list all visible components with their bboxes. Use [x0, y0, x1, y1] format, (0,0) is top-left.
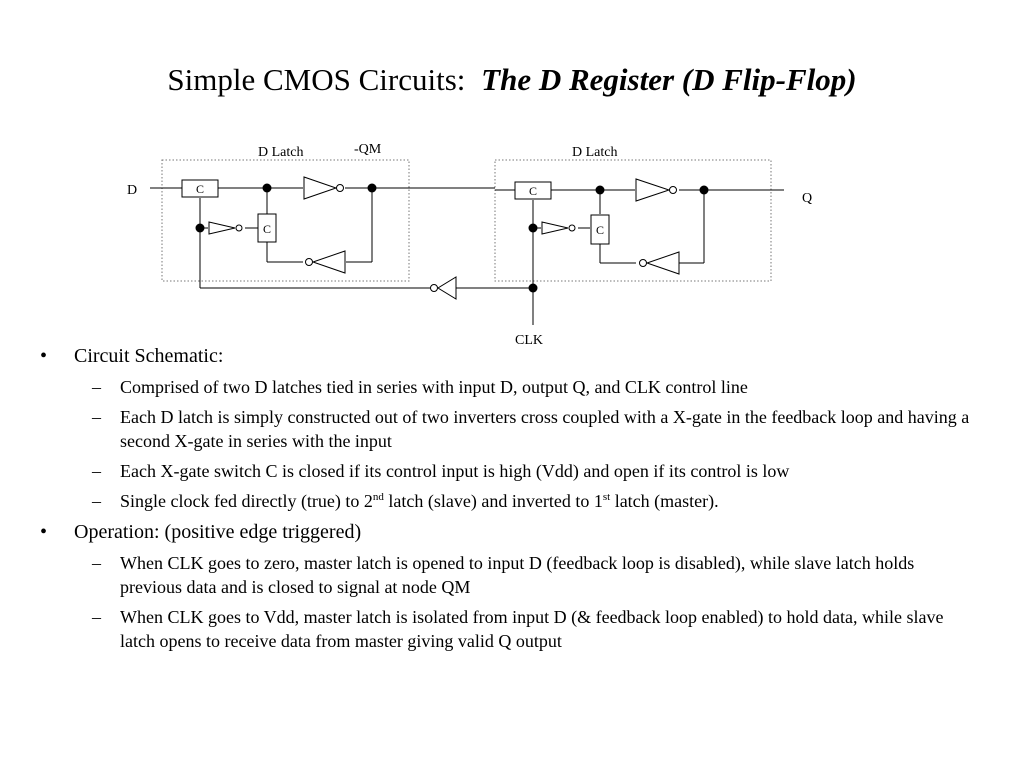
- slave-forward-inverter-icon: [635, 178, 677, 202]
- master-latch-label: D Latch: [258, 145, 303, 160]
- title-prefix: Simple CMOS Circuits:: [167, 62, 466, 97]
- junction-dot: [595, 185, 605, 195]
- master-input-xgate: [181, 179, 219, 198]
- qm-node-label: -QM: [354, 142, 382, 157]
- junction-dot: [195, 223, 205, 233]
- switch-c-label: C: [529, 184, 537, 198]
- slave-clock-inverter-icon: [541, 221, 576, 235]
- junction-dot: [367, 183, 377, 193]
- junction-dot: [528, 283, 538, 293]
- sub-bullet: – Each X-gate switch C is closed if its …: [0, 459, 980, 483]
- sub-bullet-marker: –: [92, 377, 101, 397]
- clock-inverter-icon: [430, 276, 457, 300]
- master-latch-box: [161, 159, 410, 282]
- sub-bullet-marker: –: [92, 553, 101, 573]
- sub-bullet-text-part: latch (master).: [610, 491, 719, 511]
- slave-latch-box: [494, 159, 772, 282]
- d-input-label: D: [127, 183, 137, 198]
- sub-bullet-marker: –: [92, 491, 101, 511]
- slave-input-xgate: [514, 181, 552, 200]
- master-clock-inverter-icon: [208, 221, 243, 235]
- slave-feedback-inverter-icon: [639, 251, 680, 275]
- bullet-marker: •: [40, 521, 48, 543]
- sub-bullet: – Each D latch is simply constructed out…: [0, 405, 980, 453]
- bullet-text: Circuit Schematic:: [74, 345, 224, 367]
- ordinal-suffix: st: [602, 491, 611, 503]
- bullet-list: • Circuit Schematic: – Comprised of two …: [0, 343, 1024, 659]
- ordinal-suffix: nd: [372, 491, 384, 503]
- bullet-operation: • Operation: (positive edge triggered): [0, 519, 974, 545]
- sub-bullet-text-part: latch (slave) and inverted to 1: [383, 491, 603, 511]
- master-feedback-xgate: [257, 213, 277, 243]
- slave-latch-label: D Latch: [572, 145, 617, 160]
- bullet-circuit-schematic: • Circuit Schematic:: [0, 343, 974, 369]
- sub-bullet-text: When CLK goes to Vdd, master latch is is…: [120, 607, 944, 651]
- sub-bullet-text: When CLK goes to zero, master latch is o…: [120, 553, 915, 597]
- sub-bullet-marker: –: [92, 461, 101, 481]
- sub-bullet-text: Comprised of two D latches tied in serie…: [120, 377, 748, 397]
- sub-bullet-marker: –: [92, 407, 101, 427]
- sub-bullet-marker: –: [92, 607, 101, 627]
- bullet-text: Operation: (positive edge triggered): [74, 521, 362, 543]
- sub-bullet: – When CLK goes to zero, master latch is…: [0, 551, 980, 599]
- sub-bullet-text-part: Single clock fed directly (true) to 2: [120, 491, 373, 511]
- junction-dot: [262, 183, 272, 193]
- sub-bullet: – Single clock fed directly (true) to 2n…: [0, 489, 980, 513]
- bullet-marker: •: [40, 345, 48, 367]
- title-emphasis: The D Register (D Flip-Flop): [481, 62, 857, 97]
- sub-bullet: – Comprised of two D latches tied in ser…: [0, 375, 980, 399]
- switch-c-label: C: [196, 182, 204, 196]
- d-flip-flop-schematic: D Latch D Latch -QM D Q CLK C C C C: [127, 142, 812, 348]
- q-output-label: Q: [802, 191, 812, 206]
- slave-feedback-xgate: [590, 214, 610, 245]
- switch-c-label: C: [596, 223, 604, 237]
- junction-dot: [528, 223, 538, 233]
- slide-title: Simple CMOS Circuits: The D Register (D …: [0, 60, 1024, 100]
- clk-label: CLK: [515, 333, 543, 348]
- switch-c-label: C: [263, 222, 271, 236]
- sub-bullet-text: Each D latch is simply constructed out o…: [120, 407, 970, 451]
- master-feedback-inverter-icon: [305, 250, 346, 274]
- sub-bullet: – When CLK goes to Vdd, master latch is …: [0, 605, 980, 653]
- junction-dot: [699, 185, 709, 195]
- master-forward-inverter-icon: [303, 176, 344, 200]
- sub-bullet-text: Each X-gate switch C is closed if its co…: [120, 461, 790, 481]
